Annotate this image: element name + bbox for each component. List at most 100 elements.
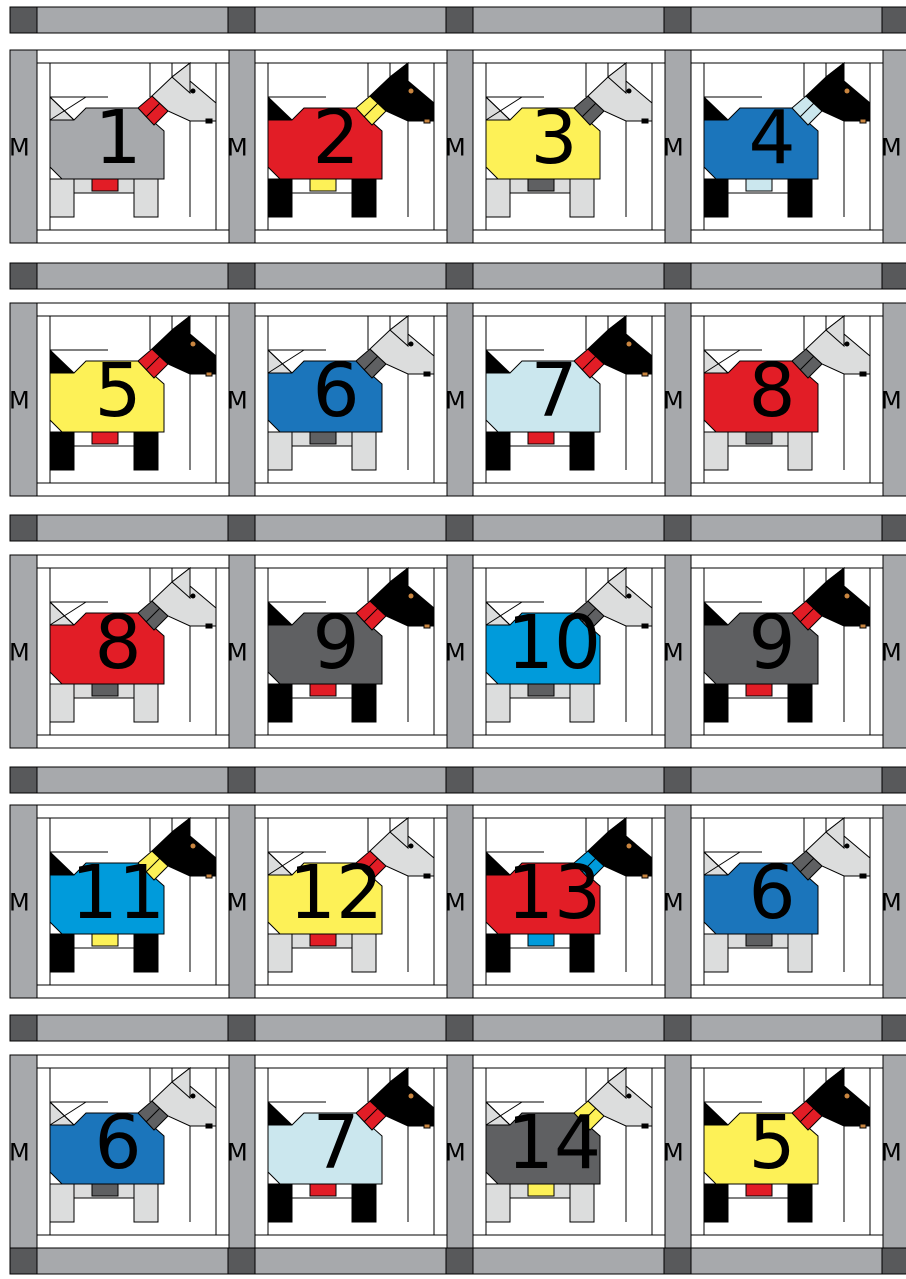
- dog-eye: [627, 594, 632, 599]
- dog-leg: [788, 934, 812, 972]
- dog-leg: [134, 432, 158, 470]
- cornerstone: [882, 1248, 906, 1274]
- vertical-sashing: M: [663, 1055, 691, 1248]
- dog-leg: [570, 179, 594, 217]
- dog-block: 10: [473, 555, 665, 748]
- dog-leg: [134, 934, 158, 972]
- dog-leg: [134, 684, 158, 722]
- block-number: 6: [748, 850, 795, 936]
- cornerstone: [10, 1248, 37, 1274]
- sashing-strip: [691, 7, 882, 33]
- vertical-sashing: M: [227, 555, 255, 748]
- vertical-sashing: M: [881, 303, 906, 496]
- block-number: 10: [507, 600, 601, 686]
- sashing-strip: [37, 7, 228, 33]
- sashing-strip: [691, 515, 882, 541]
- cornerstone: [228, 7, 255, 33]
- dog-leg: [134, 1184, 158, 1222]
- sashing-strip: [255, 1248, 446, 1274]
- sashing-strip: [473, 1015, 664, 1041]
- dog-block: 6: [691, 805, 883, 998]
- dog-leg: [268, 684, 292, 722]
- sashing-strip: [473, 263, 664, 289]
- cornerstone: [882, 7, 906, 33]
- dog-leg: [352, 684, 376, 722]
- sashing-band: [10, 263, 906, 289]
- dog-block: 11: [37, 805, 229, 998]
- cornerstone: [10, 515, 37, 541]
- dog-nose: [860, 119, 866, 123]
- dog-eye: [191, 89, 196, 94]
- vertical-sashing: M: [881, 805, 906, 998]
- block-number: 13: [507, 850, 601, 936]
- cornerstone: [882, 263, 906, 289]
- dog-nose: [860, 874, 866, 878]
- vertical-sashing: M: [227, 50, 255, 243]
- sashing-strip: [37, 1015, 228, 1041]
- vertical-sashing: M: [227, 805, 255, 998]
- sashing-strip: [473, 767, 664, 793]
- vertical-sashing: M: [9, 50, 37, 243]
- dog-leg: [352, 934, 376, 972]
- dog-eye: [409, 89, 414, 94]
- sashing-label: M: [445, 889, 466, 917]
- cornerstone: [228, 515, 255, 541]
- cornerstone: [664, 1015, 691, 1041]
- sashing-label: M: [227, 387, 248, 415]
- block-number: 1: [94, 95, 141, 181]
- cornerstone: [882, 515, 906, 541]
- sashing-label: M: [227, 1139, 248, 1167]
- dog-nose: [424, 1124, 430, 1128]
- dog-eye: [845, 89, 850, 94]
- dog-leg: [704, 684, 728, 722]
- sashing-strip: [691, 263, 882, 289]
- sashing-label: M: [663, 889, 684, 917]
- dog-nose: [206, 372, 212, 376]
- block-number: 4: [748, 95, 795, 181]
- dog-block: 4: [691, 50, 883, 243]
- vertical-sashing: M: [9, 303, 37, 496]
- dog-eye: [845, 1094, 850, 1099]
- block-number: 5: [94, 348, 141, 434]
- sashing-strip: [37, 767, 228, 793]
- dog-eye: [191, 594, 196, 599]
- dog-block: 12: [255, 805, 447, 998]
- dog-leg: [50, 179, 74, 217]
- dog-eye: [191, 844, 196, 849]
- dog-block: 5: [691, 1055, 883, 1248]
- sashing-band: [10, 1248, 906, 1274]
- dog-leg: [268, 432, 292, 470]
- sashing-strip: [255, 7, 446, 33]
- dog-leg: [788, 684, 812, 722]
- block-number: 7: [312, 1100, 359, 1186]
- dog-block: 3: [473, 50, 665, 243]
- dog-leg: [788, 179, 812, 217]
- cornerstone: [446, 515, 473, 541]
- dog-block: 1: [37, 50, 229, 243]
- block-number: 9: [748, 600, 795, 686]
- dog-leg: [50, 684, 74, 722]
- block-number: 3: [530, 95, 577, 181]
- sashing-label: M: [445, 1139, 466, 1167]
- dog-leg: [486, 179, 510, 217]
- sashing-strip: [473, 7, 664, 33]
- sashing-label: M: [881, 889, 902, 917]
- dog-leg: [268, 934, 292, 972]
- cornerstone: [664, 1248, 691, 1274]
- sashing-strip: [691, 767, 882, 793]
- cornerstone: [228, 1015, 255, 1041]
- dog-leg: [352, 179, 376, 217]
- sashing-strip: [255, 767, 446, 793]
- dog-leg: [704, 432, 728, 470]
- cornerstone: [228, 263, 255, 289]
- dog-leg: [486, 432, 510, 470]
- sashing-label: M: [9, 889, 30, 917]
- dog-nose: [642, 119, 648, 123]
- vertical-sashing: M: [9, 1055, 37, 1248]
- sashing-label: M: [227, 639, 248, 667]
- cornerstone: [228, 1248, 255, 1274]
- cornerstone: [10, 7, 37, 33]
- dog-leg: [268, 179, 292, 217]
- sashing-strip: [691, 1015, 882, 1041]
- block-number: 8: [748, 348, 795, 434]
